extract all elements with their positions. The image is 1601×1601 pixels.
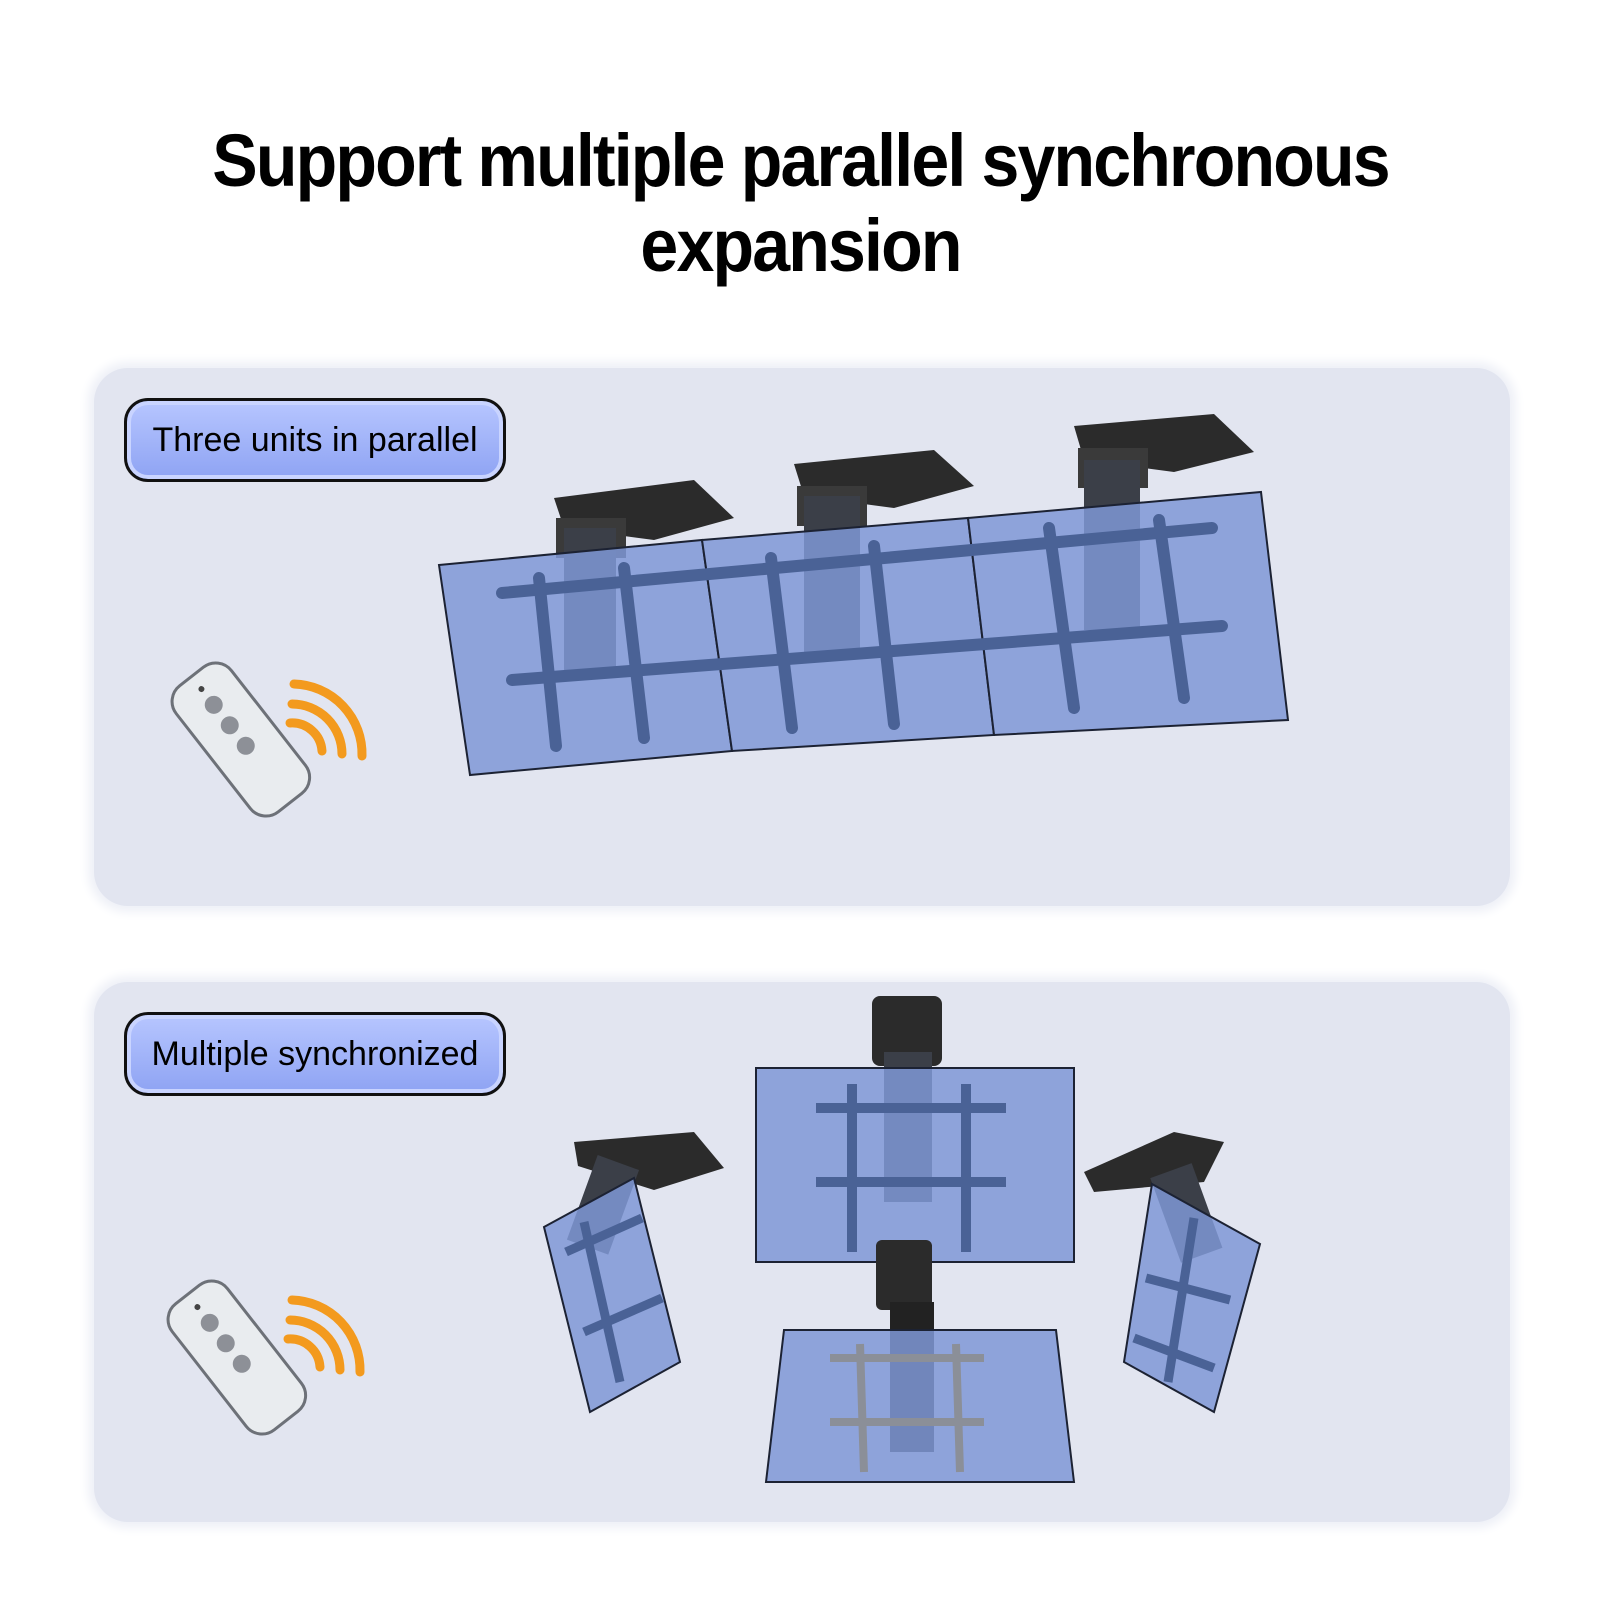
panel-three-units: Three units in parallel [94, 368, 1510, 906]
bracket-bottom [830, 1343, 984, 1473]
remote-control-icon [170, 661, 312, 818]
page-title: Support multiple parallel synchronous ex… [212, 119, 1390, 287]
mounting-brackets [496, 514, 1228, 752]
wireless-signal-icon [283, 1295, 365, 1377]
remote-control-icon [166, 1279, 308, 1436]
screen-right [966, 490, 1290, 737]
screen-center-top [755, 1067, 1075, 1263]
screen-right-angled [1122, 1182, 1262, 1414]
bracket-right [1132, 1217, 1232, 1383]
panel-label-three-units: Three units in parallel [124, 398, 506, 482]
bracket-left [564, 1213, 664, 1383]
screen-bottom-flat [764, 1329, 1076, 1483]
bracket-center-top [816, 1084, 1006, 1252]
panel-multiple-synchronized: Multiple synchronized [94, 982, 1510, 1522]
multiple-synchronized-illustration [166, 996, 1262, 1483]
wireless-signal-icon [285, 679, 367, 761]
three-units-illustration [170, 414, 1290, 818]
panel-label-multiple-synchronized: Multiple synchronized [124, 1012, 506, 1096]
screen-left-angled [542, 1176, 682, 1414]
